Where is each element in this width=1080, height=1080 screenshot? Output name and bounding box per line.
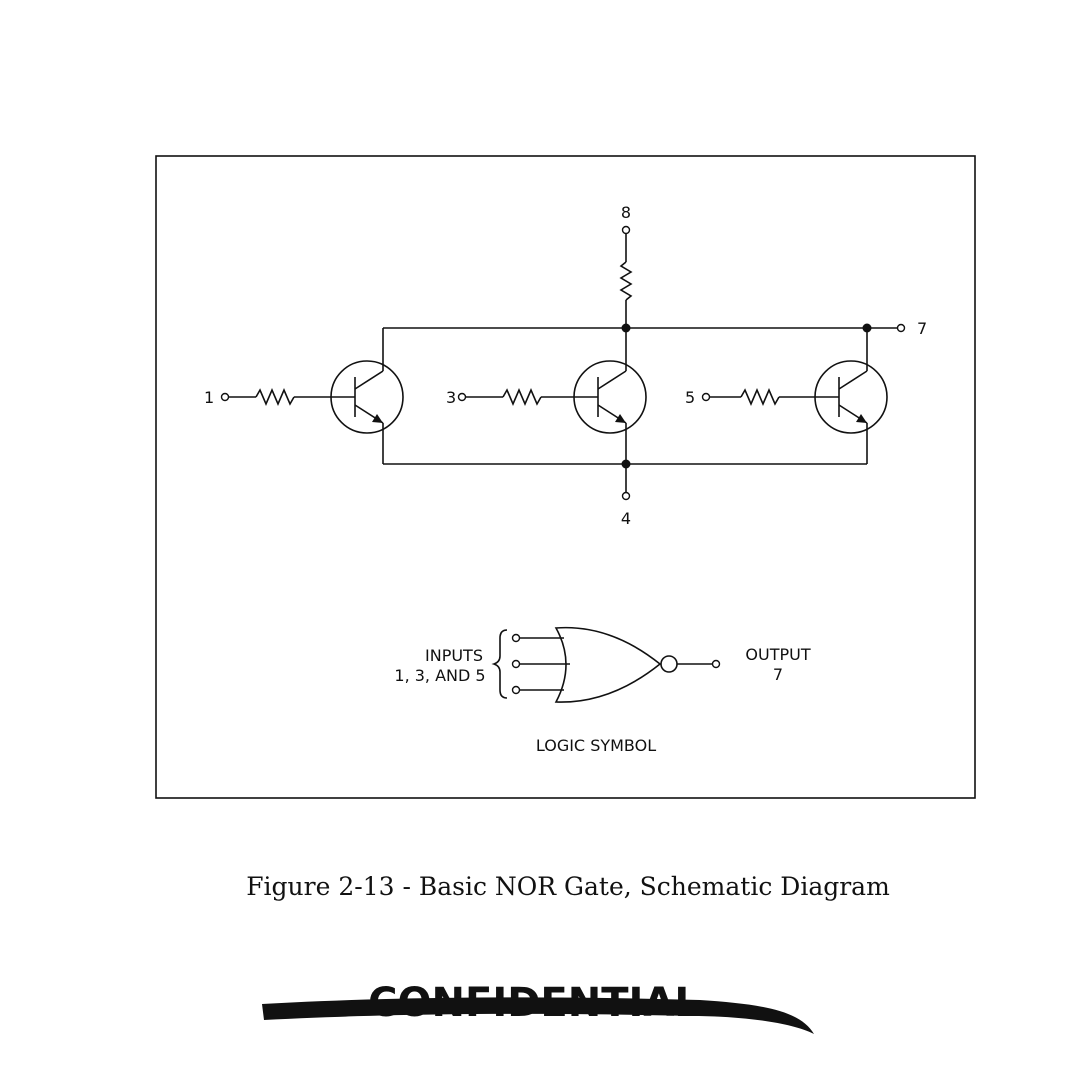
nor-gate-inversion-bubble bbox=[660, 655, 678, 673]
logic-input-5 bbox=[511, 685, 521, 695]
logic-inputs-list-label: 1, 3, AND 5 bbox=[394, 666, 485, 685]
transistor-5 bbox=[814, 328, 888, 464]
logic-output-number: 7 bbox=[773, 665, 783, 684]
transistor-3 bbox=[573, 328, 647, 464]
resistor-input-5 bbox=[740, 387, 780, 407]
terminal-4 bbox=[621, 491, 631, 501]
input-brace bbox=[491, 629, 508, 699]
figure-caption: Figure 2-13 - Basic NOR Gate, Schematic … bbox=[246, 872, 890, 901]
terminal-5 bbox=[701, 392, 711, 402]
terminal-label-7: 7 bbox=[917, 319, 927, 338]
logic-output-7 bbox=[711, 659, 721, 669]
terminal-label-1: 1 bbox=[204, 388, 214, 407]
stamp-strike-through bbox=[262, 997, 814, 1034]
terminal-3 bbox=[457, 392, 467, 402]
resistor-collector-load bbox=[619, 261, 633, 301]
logic-output-label: OUTPUT bbox=[745, 645, 810, 664]
terminal-label-8: 8 bbox=[621, 203, 631, 222]
terminal-8 bbox=[621, 225, 631, 235]
logic-symbol-title: LOGIC SYMBOL bbox=[536, 736, 656, 755]
figure-frame bbox=[155, 155, 976, 799]
logic-inputs-label: INPUTS bbox=[425, 646, 483, 665]
terminal-1 bbox=[220, 392, 230, 402]
terminal-label-5: 5 bbox=[685, 388, 695, 407]
terminal-label-3: 3 bbox=[446, 388, 456, 407]
transistor-1 bbox=[330, 328, 404, 464]
resistor-input-3 bbox=[502, 387, 542, 407]
nor-gate-symbol bbox=[554, 626, 662, 703]
resistor-input-1 bbox=[255, 387, 295, 407]
confidential-stamp: CONFIDENTIAL bbox=[262, 980, 814, 1034]
terminal-7 bbox=[896, 323, 906, 333]
terminal-label-4: 4 bbox=[621, 509, 631, 528]
logic-input-1 bbox=[511, 633, 521, 643]
logic-input-3 bbox=[511, 659, 521, 669]
